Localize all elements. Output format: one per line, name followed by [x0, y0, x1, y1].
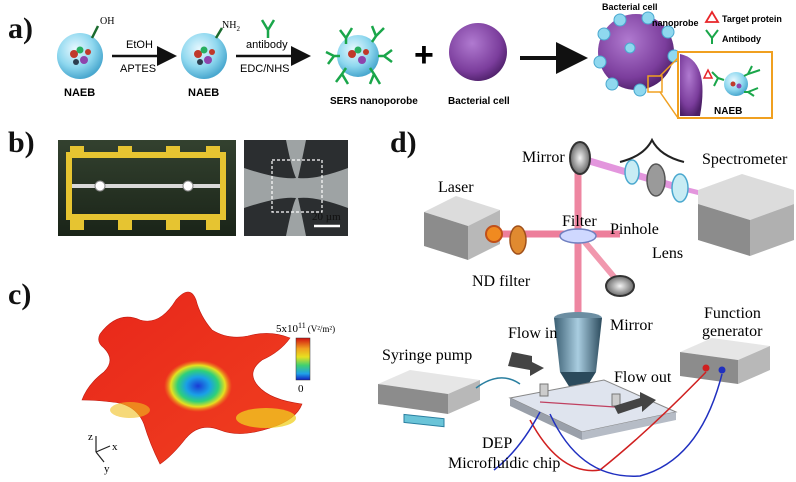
panel-c: 5x1011(V²/m²) 0 z x y — [81, 291, 335, 475]
red-wire — [529, 371, 707, 472]
panel-label-b: b) — [8, 126, 35, 159]
inset-naeb — [724, 72, 748, 96]
colorbar-min-label: 0 — [298, 383, 304, 395]
field-minimum-well — [164, 360, 232, 412]
bacterial-cell-top-label: Bacterial cell — [602, 2, 658, 12]
inlet-tubing — [475, 377, 521, 389]
inset-naeb-label: NAEB — [714, 106, 742, 117]
flow-in-arrow — [508, 352, 544, 376]
dichroic-filter — [559, 228, 597, 244]
antibody-legend-icon — [705, 29, 719, 44]
mirror-right-label: Mirror — [610, 317, 653, 334]
function-generator — [680, 338, 770, 384]
target-protein-label: Target protein — [722, 14, 782, 24]
oh-label: OH — [100, 16, 114, 27]
panel-a: OH NAEB EtOH APTES NH2 NAEB antibody EDC… — [57, 2, 782, 119]
antibody-icon — [260, 19, 276, 38]
microfluidic-chip — [508, 379, 678, 440]
blue-wire — [549, 373, 723, 477]
scale-bar-label: 20 µm — [312, 211, 341, 223]
flow-out-arrow — [614, 392, 656, 414]
outlet-port — [182, 180, 194, 192]
bacterial-cell-label: Bacterial cell — [448, 96, 510, 107]
naeb-label-1: NAEB — [64, 87, 95, 99]
axis-y-label: y — [104, 463, 110, 475]
panel-label-d: d) — [390, 126, 417, 159]
dep-label-1: DEP — [482, 435, 512, 452]
syringe-pump — [378, 370, 480, 428]
nd-filter — [509, 225, 527, 255]
mirror-top — [569, 141, 591, 175]
laser-label: Laser — [438, 179, 474, 196]
inset-selector — [647, 75, 663, 93]
panel-label-a: a) — [8, 12, 33, 45]
dep-label-2: Microfluidic chip — [448, 455, 560, 472]
naeb-particle-oh — [57, 25, 103, 79]
spectrometer-label: Spectrometer — [702, 151, 788, 168]
colorbar — [295, 337, 311, 381]
nanoprobe-label: nanoprobe — [652, 18, 699, 28]
laser-source — [424, 196, 503, 260]
mirror-top-label: Mirror — [522, 149, 565, 166]
pinhole-lens-assembly — [624, 159, 689, 203]
target-protein-icon — [704, 10, 720, 23]
axis-x-label: x — [112, 441, 118, 453]
lens-label: Lens — [652, 245, 683, 262]
inset-membrane — [680, 54, 703, 116]
spectrometer — [698, 174, 794, 256]
electrode-tips — [244, 140, 348, 236]
axis-triad — [95, 436, 111, 463]
step1-bottom-label: APTES — [120, 63, 156, 75]
filter-label: Filter — [562, 213, 597, 230]
sers-nanoprobe-label: SERS nanoporobe — [330, 96, 418, 107]
function-generator-label-1: Function — [704, 305, 761, 322]
naeb-particle-nh2 — [181, 27, 227, 79]
mirror-right — [605, 275, 635, 297]
colorbar-max-label: 5x1011(V²/m²) — [276, 321, 335, 335]
sers-nanoprobe — [325, 25, 393, 85]
flow-out-label: Flow out — [614, 369, 672, 386]
nh2-label: NH2 — [222, 20, 240, 33]
syringe-pump-label: Syringe pump — [382, 347, 472, 364]
antibody-legend-label: Antibody — [722, 34, 761, 44]
brace — [619, 137, 685, 163]
step1-top-label: EtOH — [126, 39, 153, 51]
function-generator-label-2: generator — [702, 323, 763, 340]
step2-top-label: antibody — [246, 39, 288, 51]
step2-bottom-label: EDC/NHS — [240, 63, 290, 75]
microchannel — [72, 184, 220, 188]
flow-in-label: Flow in — [508, 325, 557, 342]
axis-z-label: z — [88, 431, 93, 443]
plus-sign: + — [414, 36, 434, 74]
dashed-region — [271, 159, 323, 213]
gold-electrodes — [66, 146, 226, 230]
panel-d: Laser ND filter Filter Mirror Mirror Pin… — [378, 137, 794, 477]
nd-filter-label: ND filter — [472, 273, 531, 290]
panel-b: 20 µm — [58, 140, 348, 236]
bacterial-cell — [449, 23, 507, 81]
naeb-label-2: NAEB — [188, 87, 219, 99]
inlet-port — [94, 180, 106, 192]
panel-label-c: c) — [8, 278, 32, 311]
pinhole-label: Pinhole — [610, 221, 659, 238]
